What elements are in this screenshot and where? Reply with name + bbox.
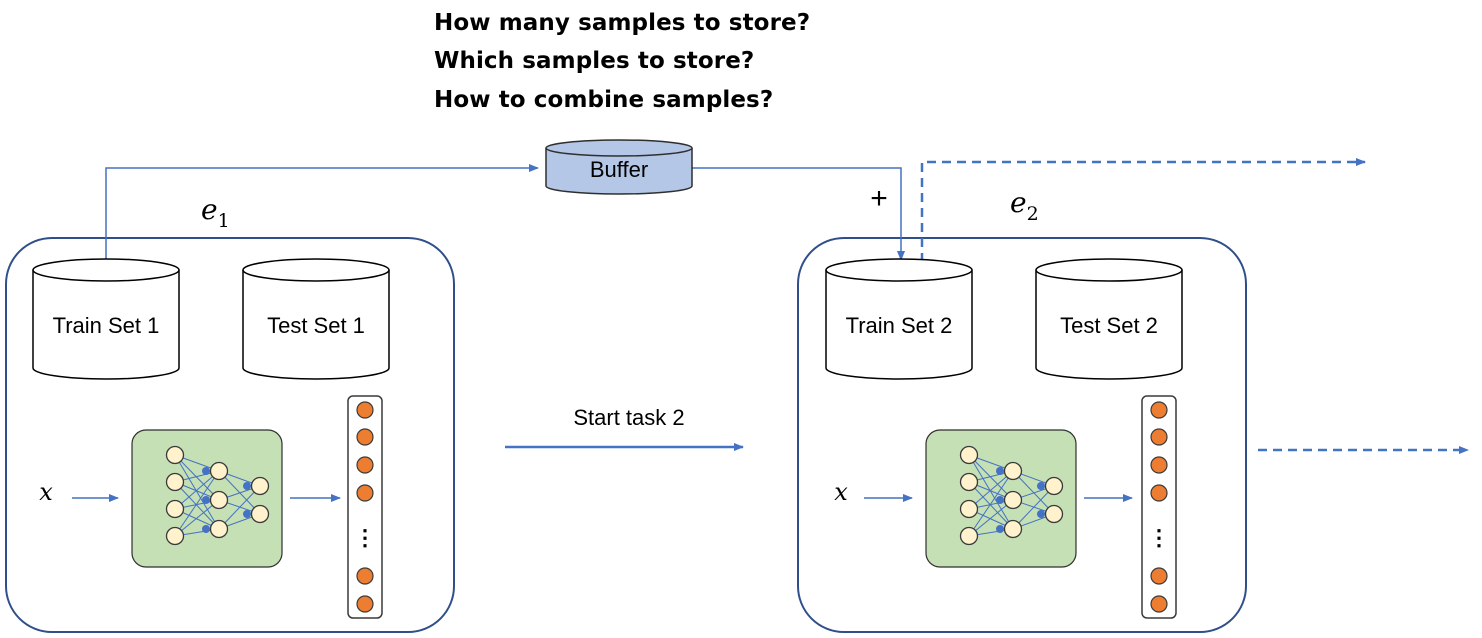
neuron-node — [959, 472, 979, 492]
question-which: Which samples to store? — [434, 48, 755, 74]
neuron-node — [959, 445, 979, 465]
output-layer-1: ⋮ — [347, 395, 383, 619]
neural-network-1 — [131, 429, 283, 568]
neuron-node — [165, 472, 185, 492]
neuron-node — [209, 519, 229, 539]
connection-dot — [243, 482, 251, 490]
neuron-node — [1003, 490, 1023, 510]
question-combine: How to combine samples? — [434, 87, 774, 113]
neuron-node — [1044, 476, 1064, 496]
neuron-node — [165, 526, 185, 546]
plus-sign: + — [870, 182, 888, 215]
output-ellipsis: ⋮ — [354, 525, 376, 550]
neuron-node — [250, 476, 270, 496]
test-set-2-label: Test Set 2 — [1060, 313, 1158, 338]
output-node — [356, 484, 374, 502]
connection-dot — [243, 510, 251, 518]
train1-to-buffer-arrow — [105, 164, 539, 262]
output-node — [356, 456, 374, 474]
output-node — [356, 428, 374, 446]
output-node — [356, 595, 374, 613]
neuron-node — [959, 526, 979, 546]
connection-dot — [1037, 510, 1045, 518]
connection-dot — [1037, 482, 1045, 490]
neuron-node — [165, 499, 185, 519]
input-x-label-2: x — [834, 478, 848, 506]
connection-dot — [996, 525, 1004, 533]
connection-dot — [202, 496, 210, 504]
start-task-label: Start task 2 — [573, 405, 684, 430]
output-column — [347, 395, 383, 619]
buffer-label: Buffer — [590, 157, 648, 182]
connection-dot — [996, 467, 1004, 475]
output-node — [1150, 595, 1168, 613]
environment-label-1: e1 — [201, 193, 230, 232]
test-set-1-label: Test Set 1 — [267, 313, 365, 338]
output-node — [1150, 401, 1168, 419]
output-node — [1150, 428, 1168, 446]
output-ellipsis: ⋮ — [1148, 525, 1170, 550]
output-column — [1141, 395, 1177, 619]
neuron-node — [250, 504, 270, 524]
train-set-1-cylinder — [32, 258, 180, 380]
neuron-node — [959, 499, 979, 519]
question-how-many: How many samples to store? — [434, 10, 811, 36]
buffer-cylinder — [545, 139, 693, 195]
output-node — [1150, 456, 1168, 474]
neuron-node — [209, 461, 229, 481]
output-node — [356, 567, 374, 585]
connection-dot — [202, 525, 210, 533]
output-node — [1150, 484, 1168, 502]
output-node — [356, 401, 374, 419]
train-set-2-label: Train Set 2 — [846, 313, 953, 338]
neuron-node — [1003, 461, 1023, 481]
environment-label-2: e2 — [1010, 186, 1039, 225]
output-node — [1150, 567, 1168, 585]
connection-dot — [202, 467, 210, 475]
test-set-2-cylinder — [1035, 258, 1183, 380]
connection-dot — [996, 496, 1004, 504]
train-set-2-cylinder — [825, 258, 973, 380]
output-layer-2: ⋮ — [1141, 395, 1177, 619]
neuron-node — [1003, 519, 1023, 539]
test-set-1-cylinder — [242, 258, 390, 380]
neural-network-2 — [925, 429, 1077, 568]
input-x-label-1: x — [39, 478, 53, 506]
neuron-node — [209, 490, 229, 510]
neuron-node — [1044, 504, 1064, 524]
train-set-1-label: Train Set 1 — [53, 313, 160, 338]
neuron-node — [165, 445, 185, 465]
buffer-to-train2-arrow — [692, 167, 905, 261]
future-tasks-dashed-arrow — [920, 158, 1366, 262]
